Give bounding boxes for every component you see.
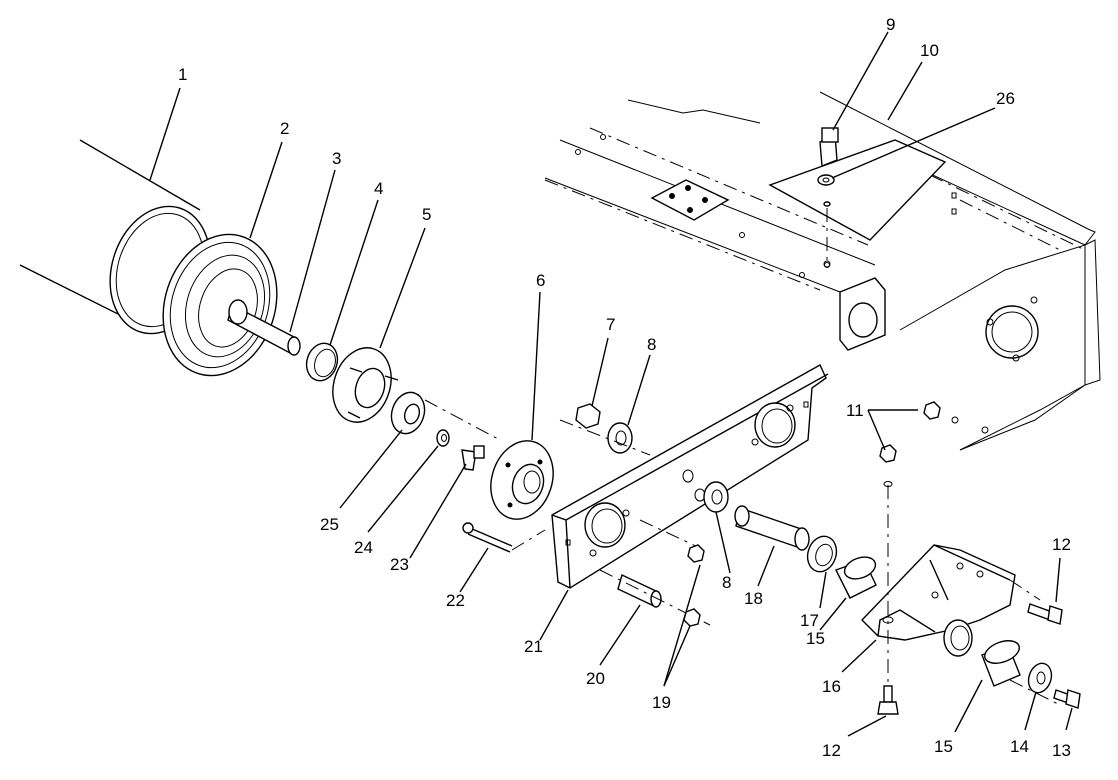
pivot-pin: [734, 505, 810, 551]
pivot-arm: [861, 544, 1016, 657]
callout-20: 20: [586, 669, 605, 688]
callout-9: 9: [886, 15, 895, 34]
side-plate: [551, 364, 829, 589]
callout-5: 5: [422, 205, 431, 224]
callout-11: 11: [846, 401, 864, 420]
callout-8: 8: [722, 573, 731, 592]
callout-15: 15: [806, 629, 825, 648]
callout-26: 26: [996, 89, 1015, 108]
roller-end-cap: [162, 233, 278, 377]
callout-3: 3: [332, 149, 341, 168]
callout-15: 15: [934, 737, 953, 756]
callout-8: 8: [647, 335, 656, 354]
washer-17: [806, 535, 838, 573]
bearing: [390, 391, 426, 435]
hub: [490, 440, 554, 520]
bolt-13: [1053, 689, 1081, 709]
callout-12: 12: [822, 741, 841, 760]
callout-12: 12: [1052, 535, 1071, 554]
callout-18: 18: [744, 589, 763, 608]
callout-7: 7: [606, 315, 615, 334]
nut-11-lower: [879, 444, 897, 463]
callout-23: 23: [390, 555, 409, 574]
washer-8-upper: [607, 422, 633, 454]
bearing-flange: [332, 347, 399, 423]
callout-16: 16: [822, 677, 841, 696]
callout-17: 17: [800, 611, 819, 630]
nut-7: [575, 403, 601, 429]
callout-24: 24: [354, 538, 373, 557]
callout-22: 22: [446, 591, 465, 610]
roller-shaft: [227, 299, 301, 356]
bolt-22: [462, 522, 513, 553]
nut-11-upper: [923, 401, 941, 420]
callout-4: 4: [374, 179, 383, 198]
frame-assembly: [544, 91, 1101, 451]
callout-19: 19: [652, 693, 671, 712]
washer-14: [1027, 662, 1053, 694]
bolt-12-bottom: [877, 685, 899, 715]
callout-labels: 1 2 3 4 5 6 7 8 8 9 10 11 12 12 13 14 15…: [178, 15, 1071, 760]
nut-19-upper: [687, 544, 705, 563]
leader-lines: [149, 31, 1073, 737]
callout-1: 1: [178, 65, 187, 84]
bushing-15-upper: [835, 556, 877, 599]
bolt-12-right: [1027, 603, 1063, 625]
bushing-15-lower: [981, 640, 1021, 687]
washer-8-lower: [703, 481, 729, 513]
seal: [305, 342, 339, 382]
callout-10: 10: [920, 41, 939, 60]
callout-25: 25: [320, 515, 339, 534]
washer-24: [436, 429, 450, 447]
spacer-20: [617, 574, 662, 608]
callout-6: 6: [536, 271, 545, 290]
callout-21: 21: [524, 637, 543, 656]
callout-14: 14: [1010, 737, 1029, 756]
callout-2: 2: [280, 119, 289, 138]
callout-13: 13: [1052, 741, 1071, 760]
